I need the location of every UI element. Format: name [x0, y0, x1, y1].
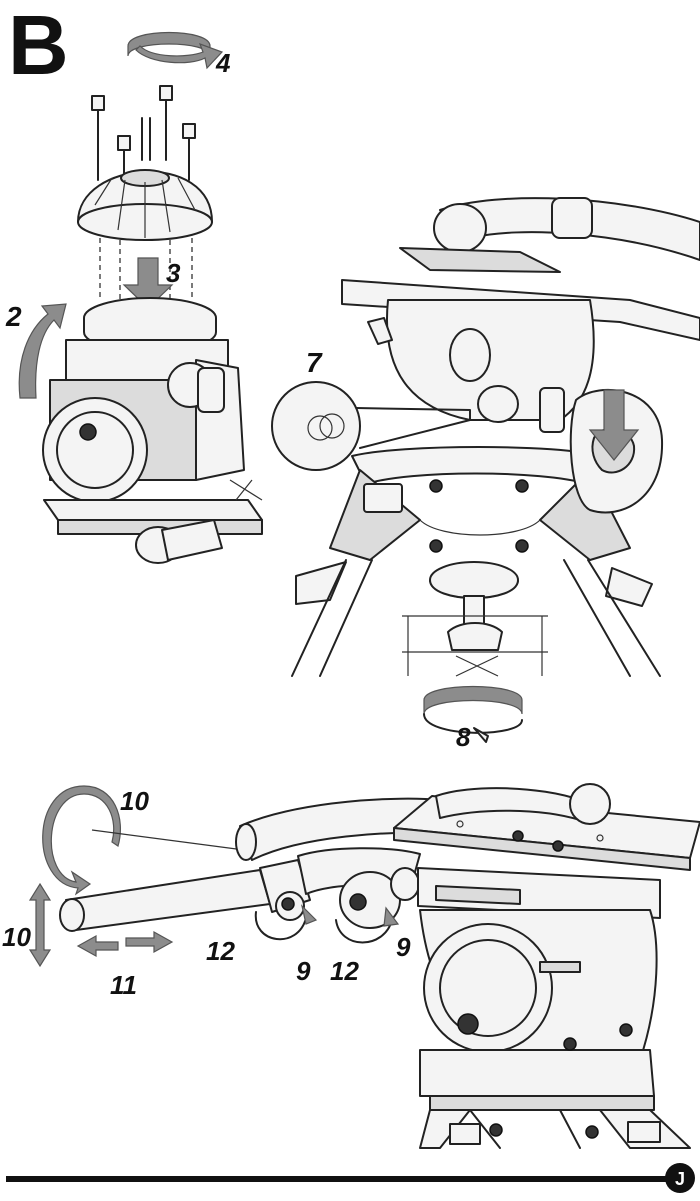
rotate-arrow-9a-icon [300, 904, 318, 925]
page-marker-badge [665, 1163, 695, 1193]
step-label-12-b: 12 [330, 956, 359, 986]
slide-arrow-11-right-icon [125, 930, 174, 954]
step-label-8: 8 [456, 722, 471, 752]
step-label-3: 3 [166, 258, 181, 288]
rotate-arrow-9b-icon [383, 906, 400, 927]
rotate-arrow-8-icon [423, 685, 523, 743]
down-arrow-drop-in-icon [588, 389, 640, 461]
rotate-arrow-10-icon [42, 785, 122, 896]
step-label-10-top: 10 [120, 786, 149, 816]
figure-tripod-bowl: 7 8 [271, 197, 700, 752]
step-label-10-left: 10 [2, 922, 31, 952]
rotate-arrow-4-icon [127, 32, 224, 70]
down-arrow-3-icon [122, 257, 174, 309]
footer-rule [6, 1176, 668, 1182]
rotate-arrow-2-icon [18, 303, 67, 399]
figure-pan-bar: 10 10 11 12 9 12 9 [2, 783, 700, 1149]
panel-letter: B [8, 0, 69, 92]
step-label-4: 4 [215, 48, 231, 78]
page-marker: J [675, 1169, 685, 1189]
slide-arrow-11-left-icon [76, 934, 119, 958]
step-label-12-a: 12 [206, 936, 235, 966]
screws [91, 85, 196, 181]
rotate-arrow-12b-icon [335, 919, 393, 944]
step-label-2: 2 [5, 301, 22, 332]
footer: J [6, 1163, 695, 1193]
step-label-9-b: 9 [396, 932, 411, 962]
rotate-arrow-12a-icon [254, 911, 307, 941]
step-label-7: 7 [306, 347, 323, 378]
detail-magnifier-7 [271, 381, 471, 471]
mounting-bowl [77, 169, 213, 241]
step-label-9-a: 9 [296, 956, 311, 986]
step-label-11: 11 [110, 970, 137, 1000]
tilt-arrow-10-icon [28, 882, 52, 968]
figure-head-mounting: 4 3 2 [5, 32, 263, 564]
